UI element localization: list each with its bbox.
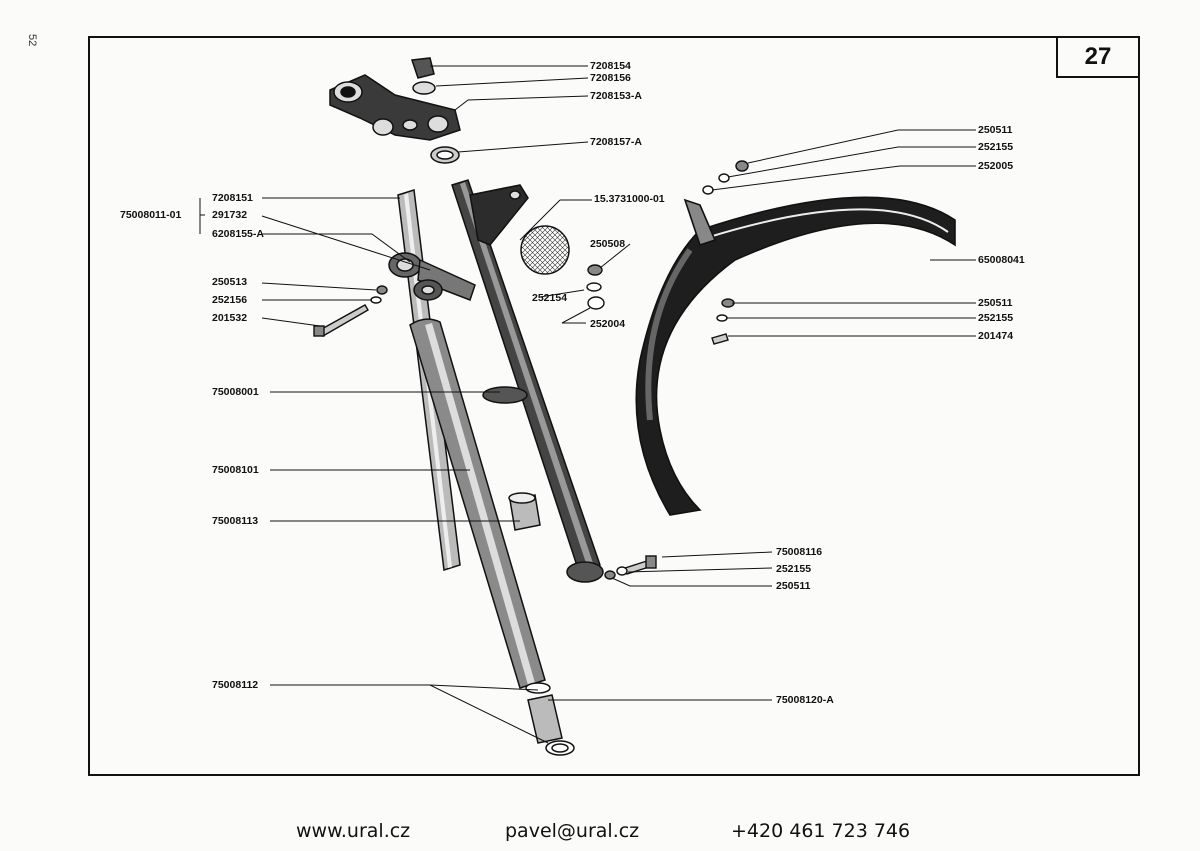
part-label: 250508 bbox=[590, 238, 626, 250]
part-label: 252155 bbox=[978, 312, 1014, 324]
axle-bolt bbox=[604, 555, 657, 580]
part-label: 291732 bbox=[212, 209, 248, 221]
bottom-seal-parts bbox=[525, 682, 575, 756]
plate-number-badge: 27 bbox=[1056, 36, 1140, 78]
part-label: 252155 bbox=[776, 563, 812, 575]
part-label: 252156 bbox=[212, 294, 248, 306]
leader-lines bbox=[199, 65, 976, 744]
fork-outer-leg bbox=[451, 179, 604, 583]
clamp-bolt bbox=[313, 285, 388, 337]
part-label: 7208154 bbox=[590, 60, 631, 72]
part-label: 250513 bbox=[212, 276, 248, 288]
email-link[interactable]: pavel@ural.cz bbox=[505, 820, 640, 842]
part-label: 75008120-A bbox=[776, 694, 834, 706]
part-label: 7208151 bbox=[212, 192, 253, 204]
part-label: 75008113 bbox=[212, 515, 259, 527]
mudguard-fasteners bbox=[702, 160, 749, 345]
part-label: 201532 bbox=[212, 312, 248, 324]
part-label: 65008041 bbox=[978, 254, 1025, 266]
website-link[interactable]: www.ural.cz bbox=[296, 820, 411, 842]
fork-bushing bbox=[508, 492, 541, 531]
fork-clamp bbox=[388, 252, 476, 301]
part-label: 7208156 bbox=[590, 72, 631, 84]
reflector-fasteners bbox=[586, 264, 605, 310]
part-label: 252004 bbox=[590, 318, 626, 330]
yoke-nut bbox=[410, 57, 460, 164]
diagram-frame bbox=[88, 36, 1140, 776]
part-label: 250511 bbox=[978, 124, 1013, 136]
part-label: 15.3731000-01 bbox=[594, 193, 665, 205]
part-label: 250511 bbox=[978, 297, 1013, 309]
part-label: 250511 bbox=[776, 580, 811, 592]
part-label: 7208157-A bbox=[590, 136, 642, 148]
part-label: 252005 bbox=[978, 160, 1014, 172]
part-label: 75008011-01 bbox=[120, 209, 182, 221]
part-label: 6208155-A bbox=[212, 228, 264, 240]
part-label: 75008101 bbox=[212, 464, 259, 476]
upper-yoke bbox=[329, 74, 461, 141]
part-label: 7208153-A bbox=[590, 90, 642, 102]
reflector-disc bbox=[520, 225, 570, 275]
part-label: 252155 bbox=[978, 141, 1014, 153]
part-label: 75008112 bbox=[212, 679, 259, 691]
phone-number: +420 461 723 746 bbox=[731, 820, 911, 842]
front-mudguard bbox=[635, 196, 956, 516]
part-label: 75008001 bbox=[212, 386, 259, 398]
part-label: 201474 bbox=[978, 330, 1014, 342]
part-label: 75008116 bbox=[776, 546, 823, 558]
part-label: 252154 bbox=[532, 292, 568, 304]
fork-slider bbox=[409, 318, 546, 689]
